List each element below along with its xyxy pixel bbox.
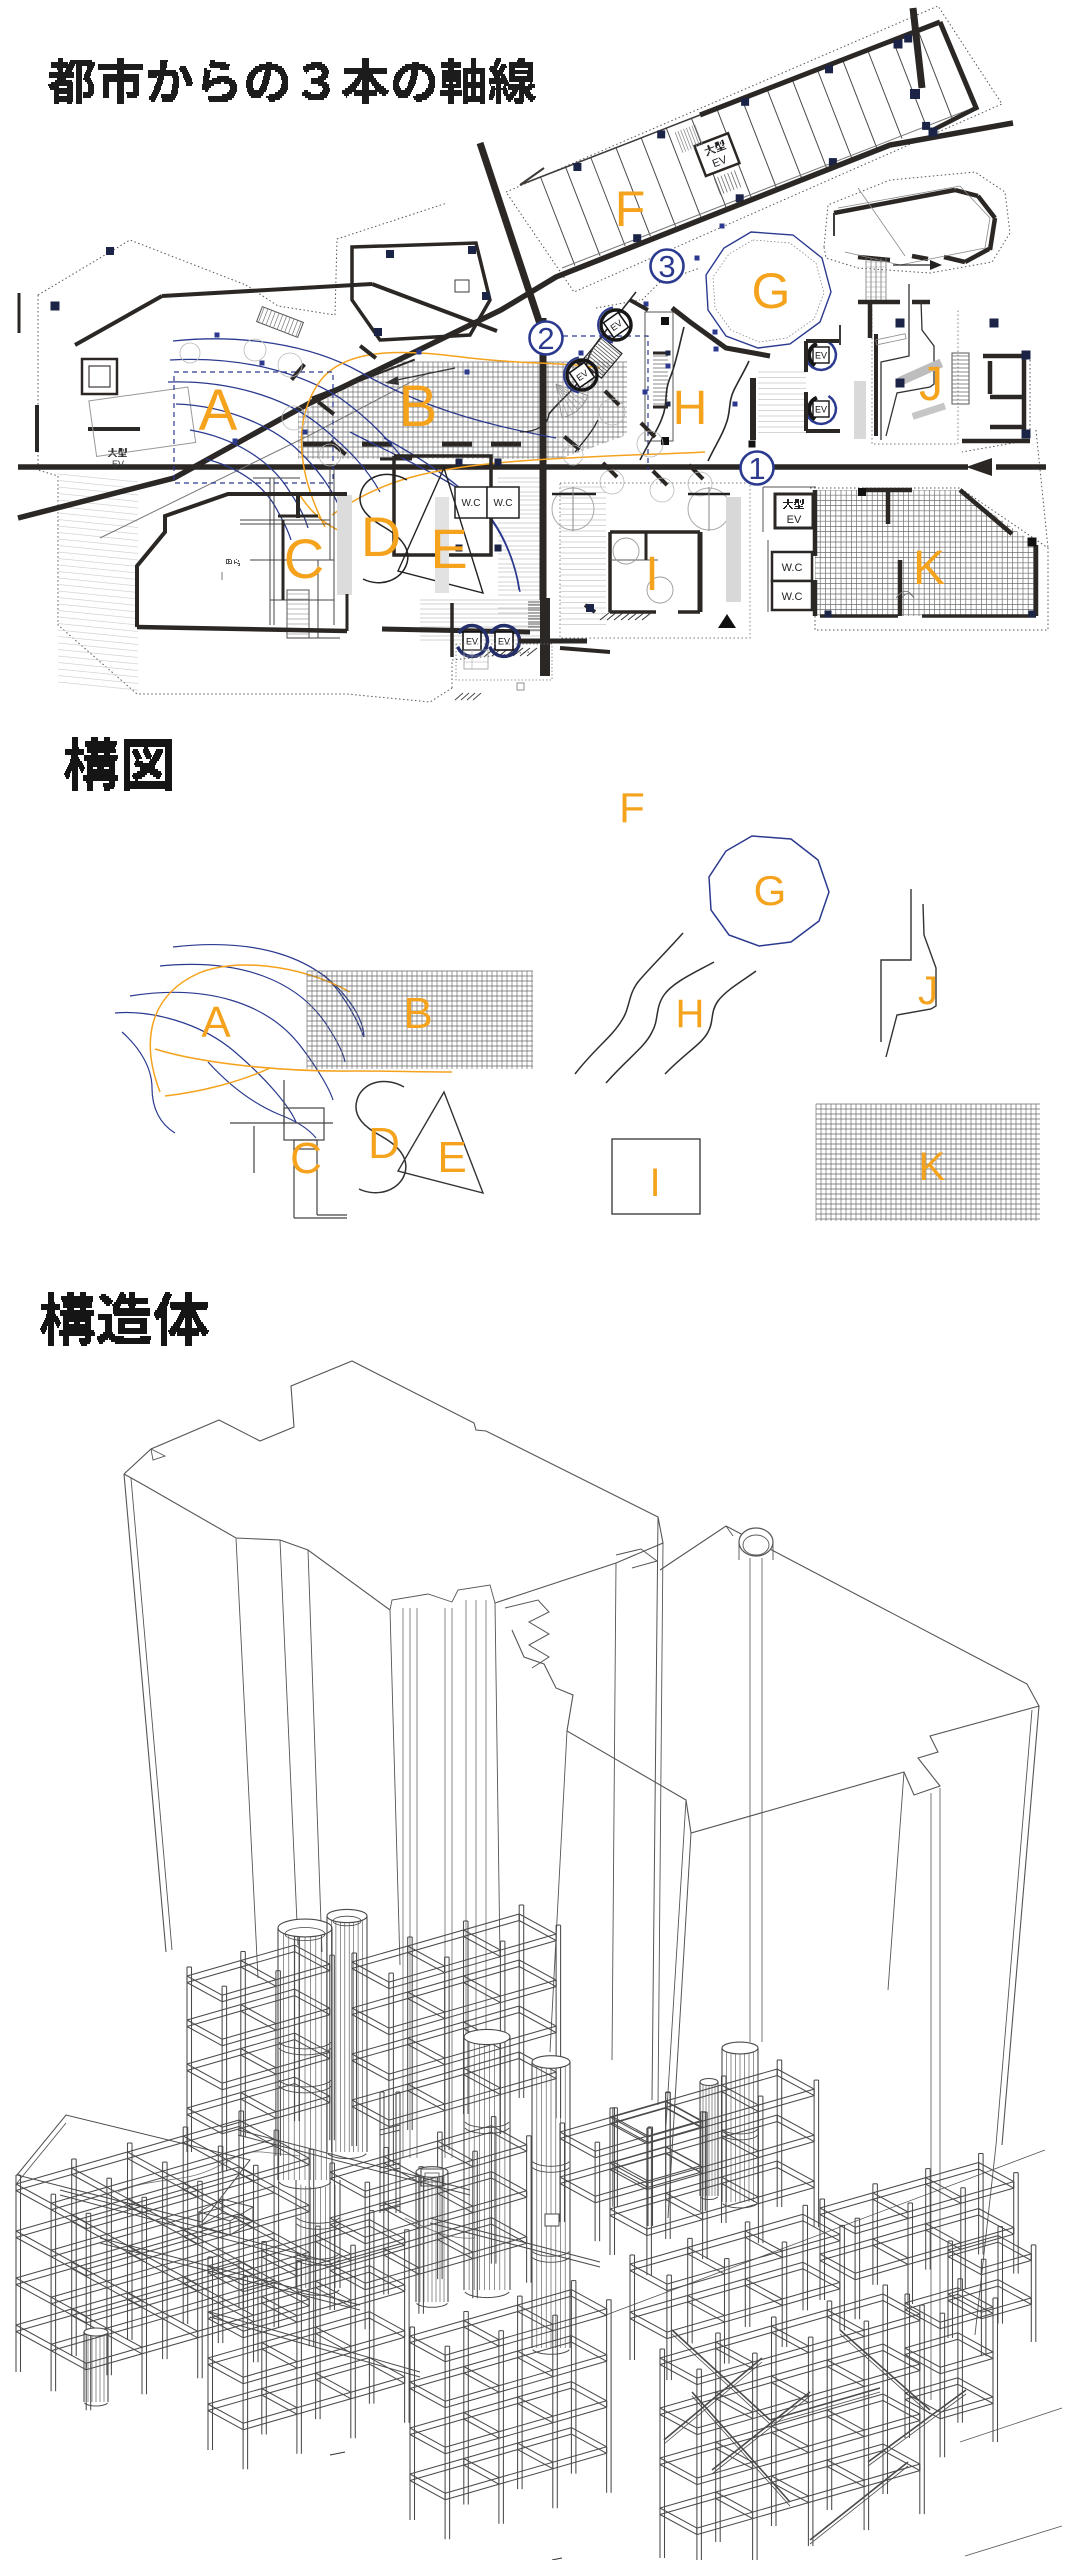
svg-text:C: C <box>284 527 324 590</box>
svg-text:F: F <box>615 181 646 237</box>
svg-text:EV: EV <box>787 514 802 526</box>
svg-text:A: A <box>201 998 231 1047</box>
svg-text:W.C: W.C <box>782 562 803 574</box>
svg-text:W.C: W.C <box>462 498 481 509</box>
svg-text:EV: EV <box>498 637 510 647</box>
svg-text:A: A <box>199 378 238 443</box>
svg-text:W.C: W.C <box>782 591 803 603</box>
svg-text:EV: EV <box>112 459 124 469</box>
svg-text:D: D <box>368 1119 400 1168</box>
svg-text:K: K <box>919 1145 946 1189</box>
svg-text:EV: EV <box>815 405 827 415</box>
svg-text:2: 2 <box>537 321 554 356</box>
svg-text:D: D <box>361 505 401 568</box>
svg-text:EV: EV <box>711 154 730 171</box>
svg-text:J: J <box>919 358 943 411</box>
svg-text:3: 3 <box>658 249 675 284</box>
svg-text:E: E <box>430 517 467 580</box>
svg-text:F: F <box>619 784 645 831</box>
svg-text:H: H <box>676 992 705 1036</box>
svg-text:J: J <box>918 969 938 1013</box>
svg-text:EV: EV <box>466 637 478 647</box>
svg-text:EV: EV <box>815 351 827 361</box>
svg-text:C: C <box>290 1134 322 1183</box>
svg-text:W.C: W.C <box>494 498 513 509</box>
svg-text:I: I <box>649 1161 660 1205</box>
svg-text:B: B <box>403 989 432 1038</box>
svg-text:I: I <box>645 548 658 601</box>
svg-text:G: G <box>754 867 787 914</box>
svg-text:1: 1 <box>748 451 765 486</box>
svg-text:G: G <box>752 263 791 319</box>
svg-text:B: B <box>399 374 438 439</box>
svg-text:H: H <box>673 382 708 435</box>
svg-text:E: E <box>437 1133 466 1182</box>
svg-text:K: K <box>913 542 945 595</box>
